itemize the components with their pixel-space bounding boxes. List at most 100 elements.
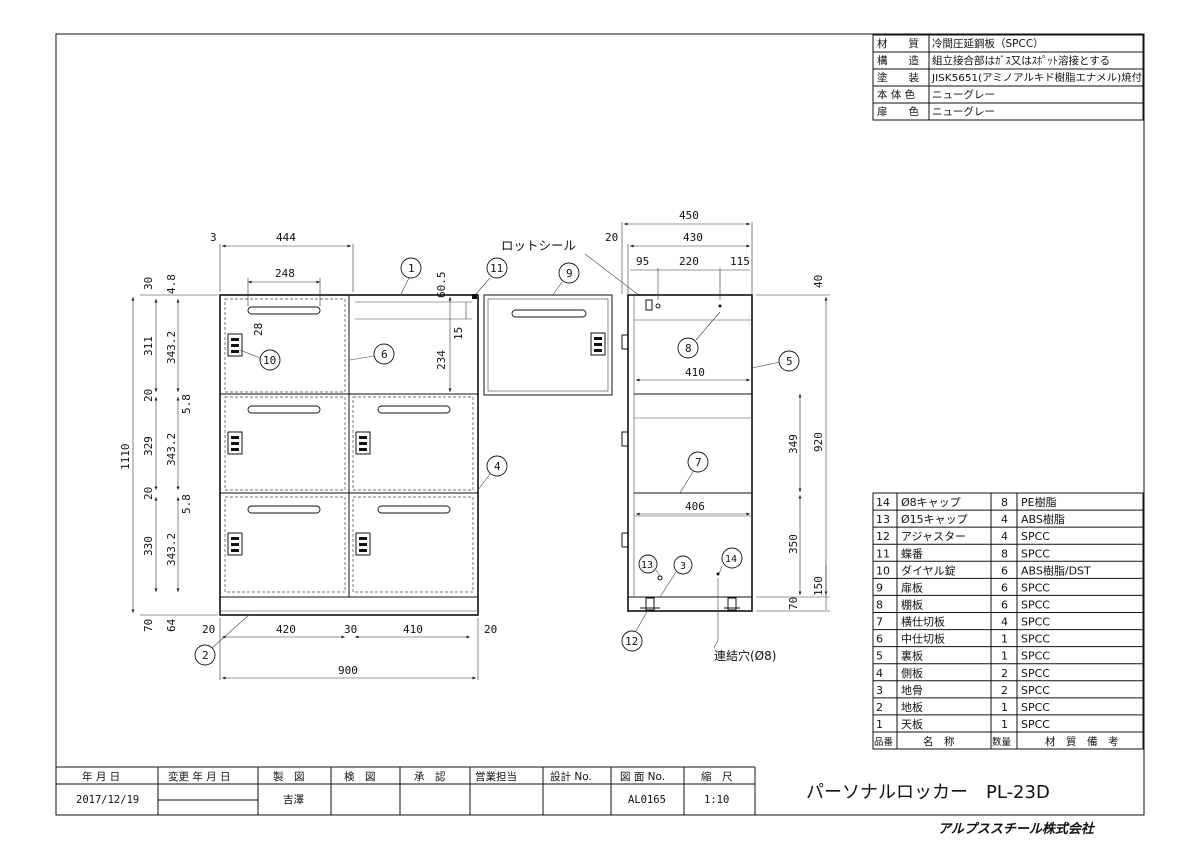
dim-329: 329 [142, 436, 155, 456]
side-outline [627, 294, 753, 612]
balloon-5-label: 5 [786, 355, 793, 368]
dim-248: 248 [275, 267, 295, 280]
tb-header-design-no: 設計 No. [550, 770, 592, 783]
parts-header-material: 材 質 備 考 [1045, 735, 1119, 748]
parts-cell-name: ダイヤル錠 [901, 563, 956, 577]
balloon-2 [194, 644, 216, 666]
parts-cell-qty: 1 [1001, 650, 1008, 663]
parts-cell-name: Ø8キャップ [901, 496, 961, 509]
spec-label-body-color: 本 体 色 [877, 88, 916, 101]
dim-311: 311 [142, 336, 155, 356]
tb-header-drawing-no: 図 面 No. [620, 771, 665, 783]
balloon-7 [687, 451, 709, 473]
dim-350: 350 [787, 534, 800, 554]
dim-20: 20 [142, 389, 155, 402]
parts-header-qty: 数量 [992, 736, 1012, 748]
parts-cell-name: 裏板 [901, 649, 923, 663]
parts-cell-material: ABS樹脂 [1021, 512, 1065, 526]
parts-cell-qty: 6 [1001, 581, 1008, 594]
dim-28: 28 [252, 323, 265, 336]
door-detail-view: ロットシール 9 [483, 238, 641, 396]
parts-cell-qty: 8 [1001, 496, 1008, 509]
dim-343-2: 343.2 [165, 433, 178, 466]
tb-drawing-no: AL0165 [628, 794, 666, 806]
parts-cell-qty: 1 [1001, 718, 1008, 731]
balloon-10 [259, 349, 281, 371]
sheet-border [55, 33, 1145, 816]
balloon-9 [558, 262, 580, 284]
dim-330: 330 [142, 536, 155, 556]
dim-406: 406 [685, 500, 705, 513]
parts-cell-material: SPCC [1021, 547, 1050, 560]
parts-cell-material: SPCC [1021, 684, 1050, 697]
vent-slot [377, 405, 451, 414]
dim-220: 220 [679, 255, 699, 268]
balloon-1 [400, 257, 422, 279]
title-block: 年 月 日 変更 年 月 日 製 図 検 図 承 認 営業担当 設計 No. 図… [56, 766, 1096, 837]
dim-450: 450 [679, 209, 699, 222]
door-right-3 [352, 496, 474, 593]
hinge-icon [621, 334, 629, 350]
balloon-13-label: 13 [641, 560, 653, 571]
tb-scale: 1:10 [704, 794, 729, 806]
dim-95: 95 [636, 255, 649, 268]
vent-slot [247, 405, 321, 414]
parts-cell-material: SPCC [1021, 718, 1050, 731]
parts-cell-qty: 6 [1001, 564, 1008, 577]
balloon-5 [778, 350, 800, 372]
parts-cell-name: 側板 [901, 666, 923, 680]
dim-349: 349 [787, 434, 800, 454]
balloon-13 [638, 554, 658, 574]
parts-header-name: 名 称 [923, 735, 955, 748]
parts-cell-no: 12 [876, 530, 890, 543]
tb-date: 2017/12/19 [76, 794, 139, 806]
parts-cell-qty: 1 [1001, 701, 1008, 714]
dial-lock-icon [227, 431, 243, 455]
balloon-6-label: 6 [381, 348, 388, 361]
balloon-7-label: 7 [695, 456, 702, 469]
spec-table: 材 質 冷間圧延鋼板（SPCC） 構 造 組立接合部はｶﾞｽ又はｽﾎﾟｯﾄ溶接と… [872, 34, 1144, 121]
parts-cell-name: 蝶番 [901, 546, 923, 560]
door-left-1 [224, 298, 346, 393]
balloon-4 [486, 455, 508, 477]
lot-seal-label: ロットシール [501, 238, 576, 253]
tb-header-sales: 営業担当 [475, 770, 517, 783]
parts-cell-no: 5 [876, 650, 883, 663]
dim-410: 410 [685, 366, 705, 379]
dial-lock-icon [355, 532, 371, 556]
dim-1110: 1110 [119, 444, 132, 471]
spec-value-coating: JISK5651(アミノアルキド樹脂エナメル)焼付 [931, 71, 1142, 84]
parts-cell-material: SPCC [1021, 599, 1050, 612]
dim-20: 20 [605, 231, 618, 244]
dim-343-2: 343.2 [165, 533, 178, 566]
balloon-9-label: 9 [566, 267, 573, 280]
dim-70: 70 [787, 597, 800, 610]
parts-cell-qty: 1 [1001, 633, 1008, 646]
dim-444: 444 [276, 231, 296, 244]
hinge-icon [472, 294, 477, 299]
parts-cell-no: 8 [876, 599, 883, 612]
dim-64: 64 [165, 618, 178, 632]
tb-header-scale: 縮 尺 [701, 770, 733, 783]
vent-slot [247, 306, 321, 315]
dim-60-5: 60.5 [435, 272, 448, 299]
dim-30: 30 [344, 623, 357, 636]
tb-header-approved: 承 認 [414, 770, 446, 783]
product-name: パーソナルロッカー PL-23D [806, 782, 1050, 803]
parts-cell-material: SPCC [1021, 701, 1050, 714]
dim-70: 70 [142, 619, 155, 632]
dial-lock-icon [227, 532, 243, 556]
spec-label-structure: 構 造 [877, 54, 919, 67]
dim-343-2: 343.2 [165, 331, 178, 364]
